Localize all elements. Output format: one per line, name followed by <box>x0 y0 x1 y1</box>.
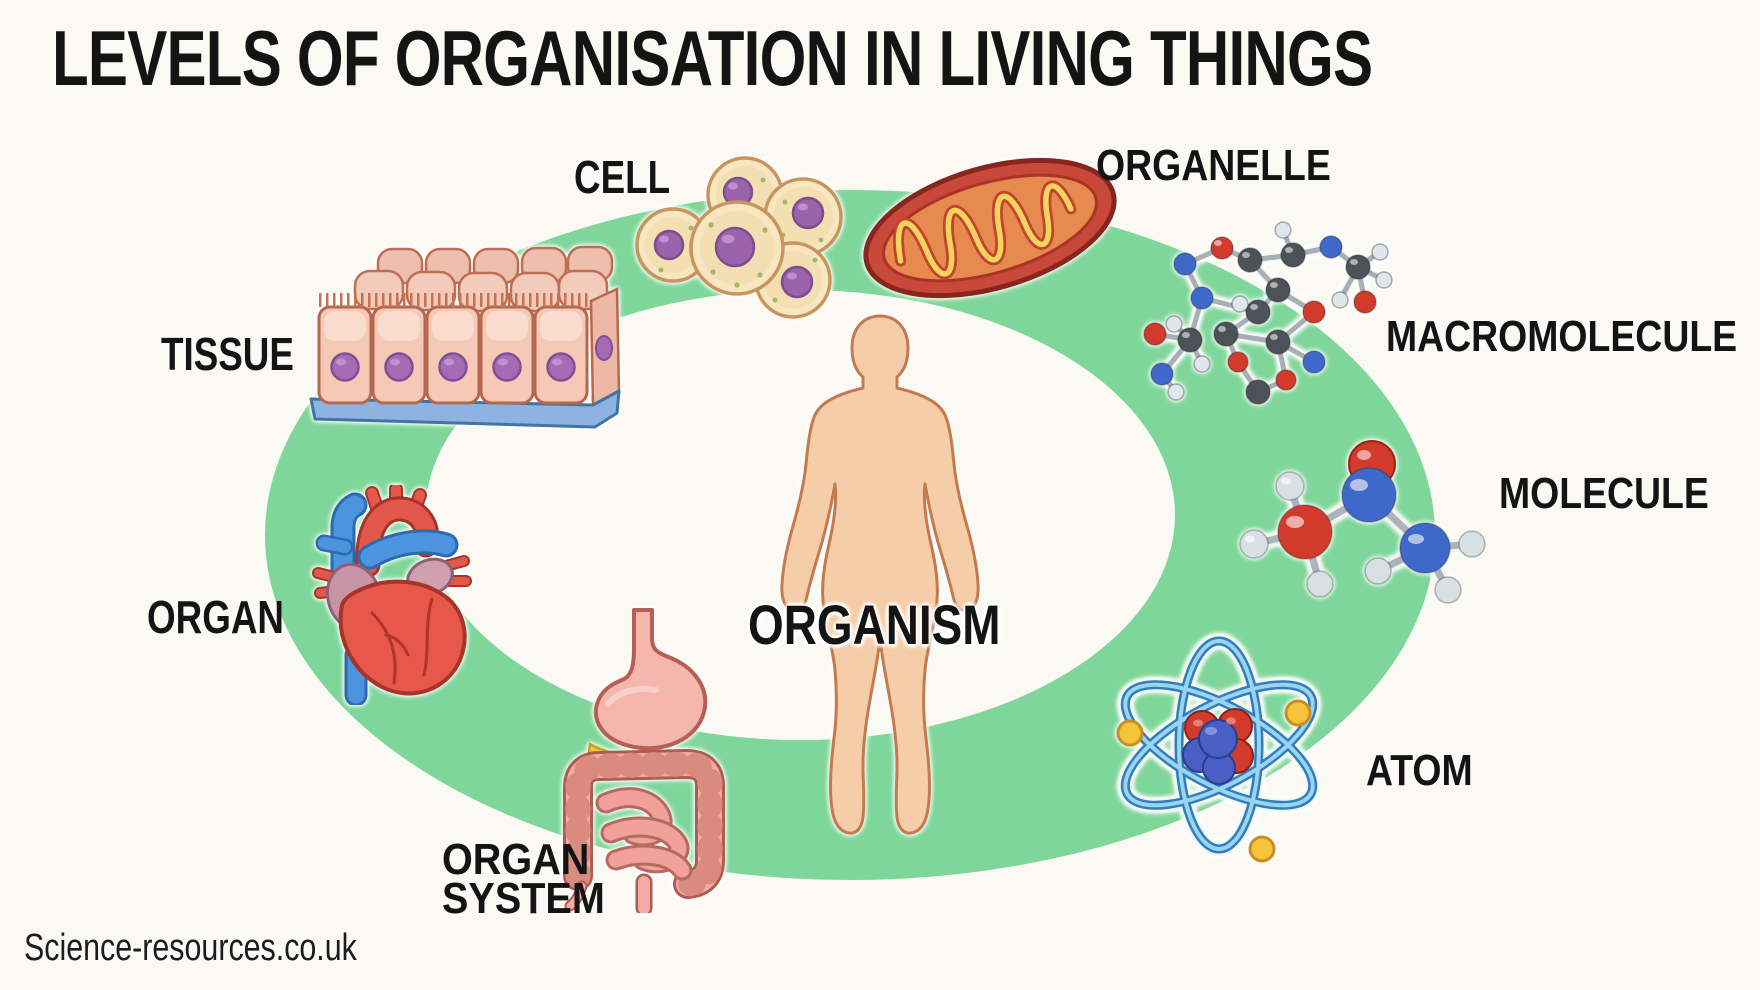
tissue-basement-membrane <box>309 389 621 429</box>
nucleus <box>1182 708 1254 785</box>
watermark: Science-resources.co.uk <box>24 927 357 969</box>
atoms <box>1143 221 1393 405</box>
organ-system-label-line1: ORGAN <box>442 835 590 884</box>
organ-system-label: ORGAN SYSTEM <box>442 835 605 923</box>
atom-label: ATOM <box>1366 746 1473 795</box>
tissue-label: TISSUE <box>161 328 294 380</box>
digestive-system-illustration <box>563 608 725 913</box>
macromolecule-ball-and-stick-illustration <box>1143 221 1393 405</box>
epithelial-tissue-illustration <box>309 245 621 429</box>
molecule-label: MOLECULE <box>1499 469 1709 518</box>
organelle-label: ORGANELLE <box>1096 141 1331 190</box>
organ-system-label-line2: SYSTEM <box>442 874 605 923</box>
atom-orbital-illustration <box>1116 634 1320 863</box>
heart-illustration <box>312 485 472 705</box>
cells <box>635 156 843 319</box>
organism-label: ORGANISM <box>748 593 1001 656</box>
small-intestine <box>595 787 693 881</box>
stomach <box>593 608 708 751</box>
human-body-illustration <box>780 314 980 835</box>
electrons <box>1116 699 1312 863</box>
page-title: LEVELS OF ORGANISATION IN LIVING THINGS <box>52 14 1373 102</box>
cell-cluster-illustration <box>635 156 843 319</box>
bonds <box>1150 225 1389 397</box>
macromolecule-label: MACROMOLECULE <box>1386 312 1738 361</box>
molecule-ball-and-stick-illustration <box>1239 440 1486 604</box>
organ-label: ORGAN <box>147 591 284 643</box>
cell-label: CELL <box>574 151 671 203</box>
mitochondrion-illustration <box>863 157 1117 299</box>
